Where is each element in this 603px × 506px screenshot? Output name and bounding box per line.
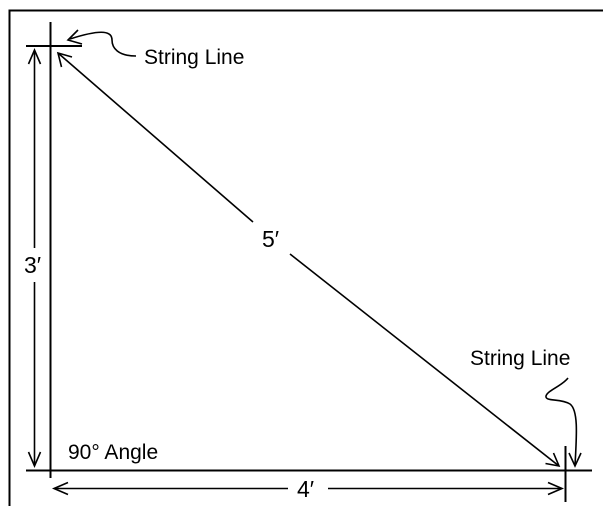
arrowhead-left (51, 481, 69, 496)
top-callout-arrow (66, 29, 137, 57)
right-angle-label: 90° Angle (68, 441, 158, 464)
vertical-dimension (27, 47, 42, 469)
arrowhead-top-left (56, 51, 73, 68)
vertical-side-label: 3′ (24, 252, 41, 278)
hypotenuse-dimension (56, 51, 561, 468)
arrowhead-up (27, 47, 42, 65)
horizontal-dimension (51, 481, 565, 496)
bottom-callout-arrow (545, 377, 582, 468)
bottom-string-line-label: String Line (470, 347, 570, 370)
top-string-line-label: String Line (144, 46, 244, 69)
diagram-frame (8, 9, 603, 506)
arrowhead-right (547, 481, 565, 496)
horizontal-side-label: 4′ (297, 476, 314, 502)
arrowhead-down (27, 451, 42, 469)
hypotenuse-label: 5′ (262, 226, 279, 252)
arrowhead-bottom-right (545, 452, 561, 468)
